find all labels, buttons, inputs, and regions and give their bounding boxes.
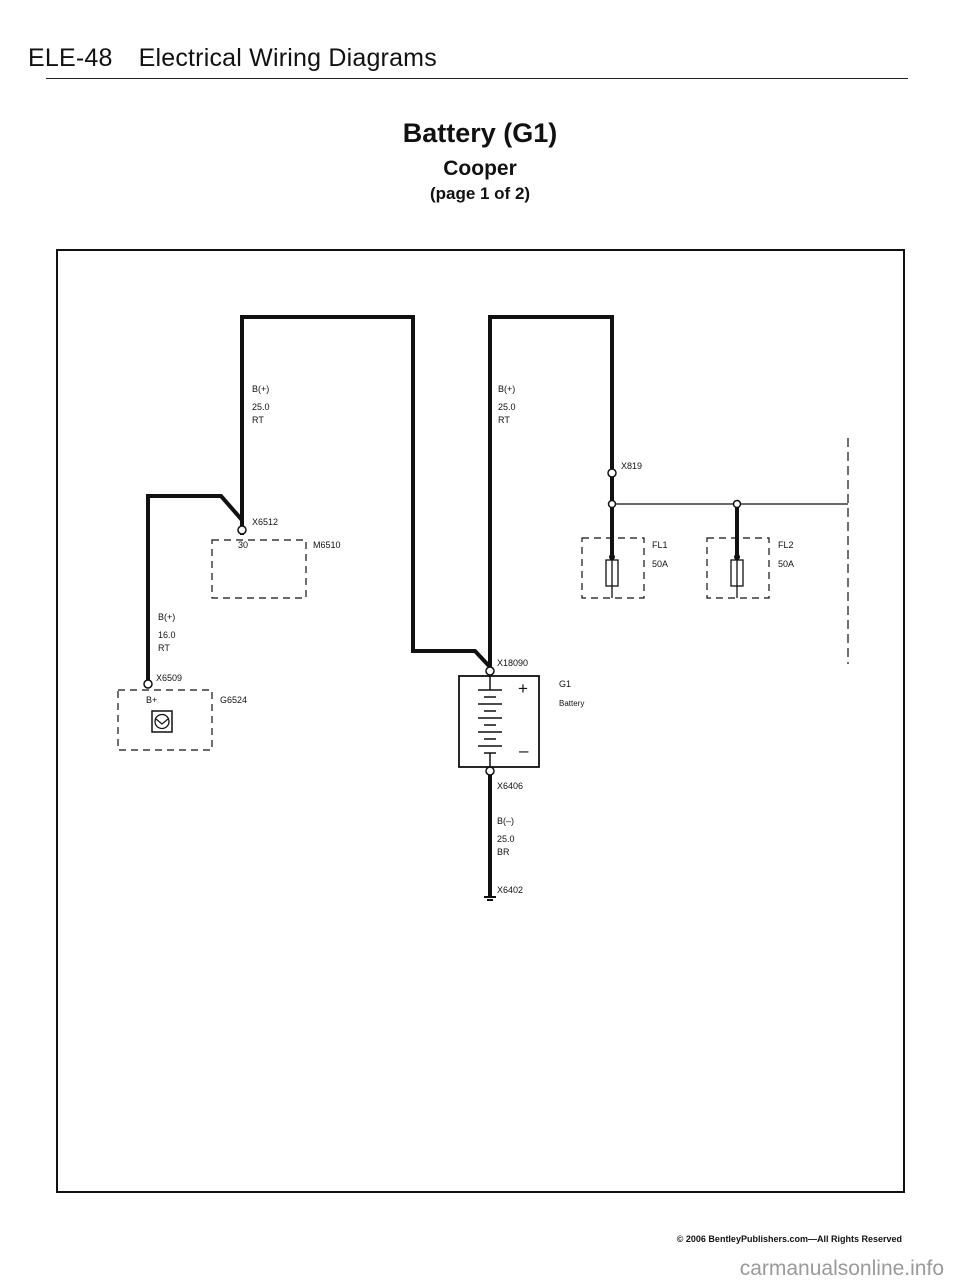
watermark: carmanualsonline.info (739, 1257, 944, 1280)
connector-x819-label: X819 (621, 461, 642, 471)
connector-x6406-label: X6406 (497, 781, 523, 791)
fl1-box (581, 537, 645, 599)
fuse-symbols (605, 556, 744, 598)
section-title: Electrical Wiring Diagrams (138, 44, 437, 72)
page-code: ELE-48 (28, 44, 113, 72)
heavy-wires (146, 315, 739, 896)
battery-box (458, 675, 540, 768)
x6509-point (143, 679, 153, 689)
connector-x6512-label: X6512 (252, 517, 278, 527)
fl2-terminal-dot (734, 554, 740, 560)
g6524-pin-label: B+ (146, 695, 157, 705)
wire-name: B(+) (158, 612, 175, 622)
wire-size: 16.0 (158, 630, 176, 640)
g6524-label: G6524 (220, 695, 247, 705)
wire-size: 25.0 (498, 402, 516, 412)
fl1-label: FL1 (652, 540, 668, 550)
x18090-point (485, 666, 495, 676)
diagram-title: Battery (G1) (402, 118, 558, 148)
wire-color: BR (497, 847, 510, 857)
wire-battery-to-x819 (488, 315, 614, 667)
model-name: Cooper (443, 157, 517, 180)
fl1-terminal-dot (609, 554, 615, 560)
battery-plus-sign: + (518, 679, 528, 698)
wire-size: 25.0 (497, 834, 515, 844)
x819-point (607, 468, 617, 478)
component-labels: 30 M6510 B+ G6524 FL1 50A FL2 50A G1 Bat… (146, 540, 794, 708)
wire-name: B(+) (252, 384, 269, 394)
m6510-pin-label: 30 (238, 540, 248, 550)
fl2-label: FL2 (778, 540, 794, 550)
fl2-rating: 50A (778, 559, 794, 569)
wire-m6510-to-battery (240, 315, 492, 669)
connector-x6509-label: X6509 (156, 673, 182, 683)
m6510-label: M6510 (313, 540, 341, 550)
battery-minus-sign: – (519, 741, 529, 760)
connector-points (143, 468, 742, 776)
diagram-frame (56, 249, 905, 1193)
alternator-symbol-icon (154, 713, 170, 730)
junction-point (607, 499, 617, 509)
wire-color: RT (252, 415, 264, 425)
header-rule (46, 78, 908, 79)
wire-name: B(+) (498, 384, 515, 394)
wire-color: RT (498, 415, 510, 425)
page-indicator: (page 1 of 2) (429, 184, 531, 203)
battery-id-label: G1 (559, 679, 571, 689)
ground-icon (484, 896, 496, 901)
fl1-rating: 50A (652, 559, 668, 569)
wire-size: 25.0 (252, 402, 270, 412)
wire-name: B(–) (497, 816, 514, 826)
x6406-point (485, 766, 495, 776)
g6524-box (117, 689, 213, 751)
connector-x6402-label: X6402 (497, 885, 523, 895)
wire-g6524-to-m6510 (146, 494, 244, 680)
page-header: ELE-48 Electrical Wiring Diagrams (28, 44, 437, 73)
wire-color: RT (158, 643, 170, 653)
m6510-box (211, 539, 307, 599)
alternator-icon (151, 710, 173, 733)
alternator-wave-icon (155, 718, 169, 725)
battery-cells-icon (478, 676, 502, 767)
connector-x18090-label: X18090 (497, 658, 528, 668)
connector-labels: X6512 X6509 X819 X18090 X6406 X6402 (156, 461, 642, 895)
fl2-junction-point (732, 499, 742, 509)
battery-name-label: Battery (559, 699, 584, 708)
copyright-notice: © 2006 BentleyPublishers.com—All Rights … (676, 1234, 902, 1244)
fl2-box (706, 537, 770, 599)
x6512-point (237, 525, 247, 535)
wire-labels: B(+) 25.0 RT B(+) 25.0 RT B(+) 16.0 RT B… (158, 384, 516, 857)
